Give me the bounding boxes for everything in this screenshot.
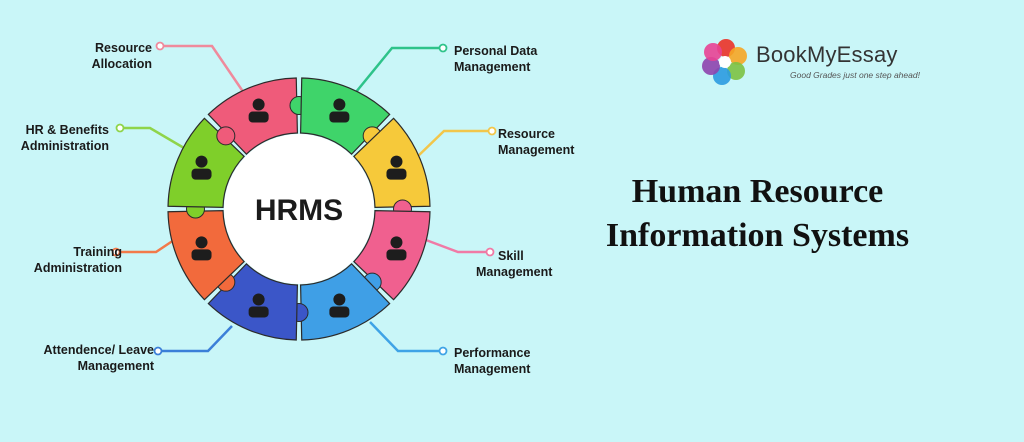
flower-logo-icon (702, 39, 747, 85)
team-icon (386, 155, 407, 180)
ring-segment (299, 263, 391, 341)
presenter-icon (191, 236, 212, 261)
connector-end (438, 346, 448, 356)
connector-end (115, 123, 125, 133)
connector-end (111, 247, 121, 257)
connector-end (153, 346, 163, 356)
connector-line (120, 126, 185, 150)
connector-line (160, 44, 248, 97)
connector-line (369, 321, 443, 353)
brand-logo: BookMyEssay Good Grades just one step ah… (698, 34, 928, 90)
connector-end (438, 43, 448, 53)
center-disk (224, 134, 374, 284)
document-pen-icon (248, 293, 269, 318)
connector-line (425, 238, 490, 254)
connector-line (415, 129, 492, 159)
brand-name: BookMyEssay (756, 42, 898, 67)
connector-end (487, 126, 497, 136)
connector-end (155, 41, 165, 51)
connector-line (158, 325, 233, 353)
center-label: HRMS (255, 194, 343, 227)
puzzle-knob (216, 126, 236, 146)
database-lock-icon (329, 98, 350, 123)
connector-line (116, 238, 175, 254)
connector-end (485, 247, 495, 257)
computer-user-icon (191, 155, 212, 180)
gauge-icon (329, 293, 350, 318)
pie-chart-icon (248, 98, 269, 123)
people-working-icon (386, 236, 407, 261)
connector-line (355, 46, 443, 93)
page-title: Human Resource Information Systems (605, 173, 910, 254)
brand-tagline: Good Grades just one step ahead! (790, 70, 920, 80)
